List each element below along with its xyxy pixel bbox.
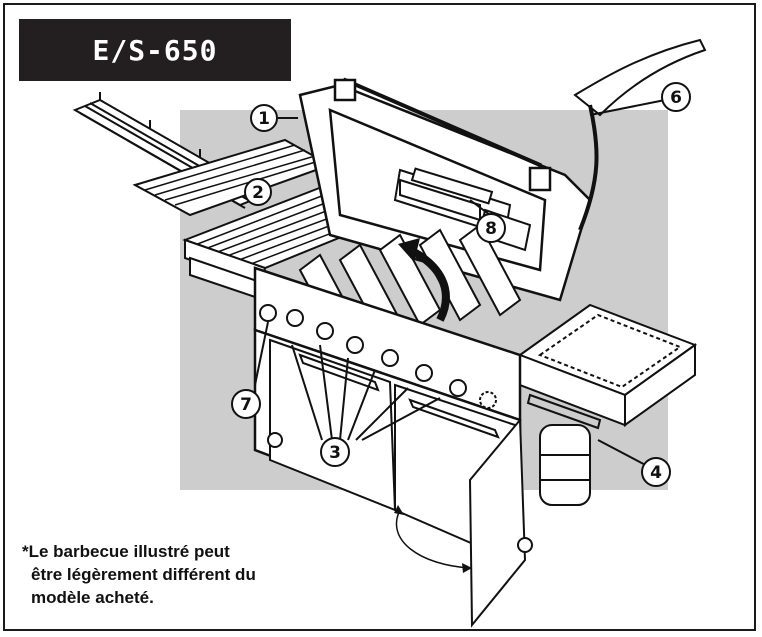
callout-2: 2 bbox=[244, 178, 272, 206]
svg-text:2: 2 bbox=[252, 183, 264, 203]
callout-1: 1 bbox=[250, 104, 278, 132]
footnote: *Le barbecue illustré peut être légèreme… bbox=[22, 540, 342, 609]
callout-6: 6 bbox=[661, 82, 691, 112]
svg-text:6: 6 bbox=[670, 88, 682, 108]
callout-markers: 1 2 3 4 6 7 8 bbox=[231, 82, 691, 487]
cabinet bbox=[267, 338, 533, 628]
footnote-line-2: être légèrement différent du bbox=[31, 565, 256, 584]
svg-text:3: 3 bbox=[329, 443, 341, 463]
burner-knobs bbox=[259, 304, 497, 409]
curved-arrow bbox=[408, 246, 450, 322]
model-title: E/S-650 bbox=[19, 19, 291, 81]
svg-text:7: 7 bbox=[240, 395, 252, 415]
footnote-line-3: modèle acheté. bbox=[31, 588, 154, 607]
hand-igniter bbox=[573, 38, 707, 231]
svg-text:4: 4 bbox=[650, 463, 662, 483]
svg-text:8: 8 bbox=[485, 219, 497, 239]
svg-text:1: 1 bbox=[258, 109, 270, 129]
callout-7: 7 bbox=[231, 389, 261, 419]
diagram-frame bbox=[3, 3, 756, 631]
callout-leaders bbox=[254, 99, 666, 471]
propane-tank bbox=[539, 424, 591, 506]
callout-8: 8 bbox=[476, 213, 506, 243]
door-swing-arrow bbox=[395, 509, 471, 569]
footnote-line-1: *Le barbecue illustré peut bbox=[22, 542, 230, 561]
callout-3: 3 bbox=[320, 437, 350, 467]
callout-4: 4 bbox=[641, 457, 671, 487]
